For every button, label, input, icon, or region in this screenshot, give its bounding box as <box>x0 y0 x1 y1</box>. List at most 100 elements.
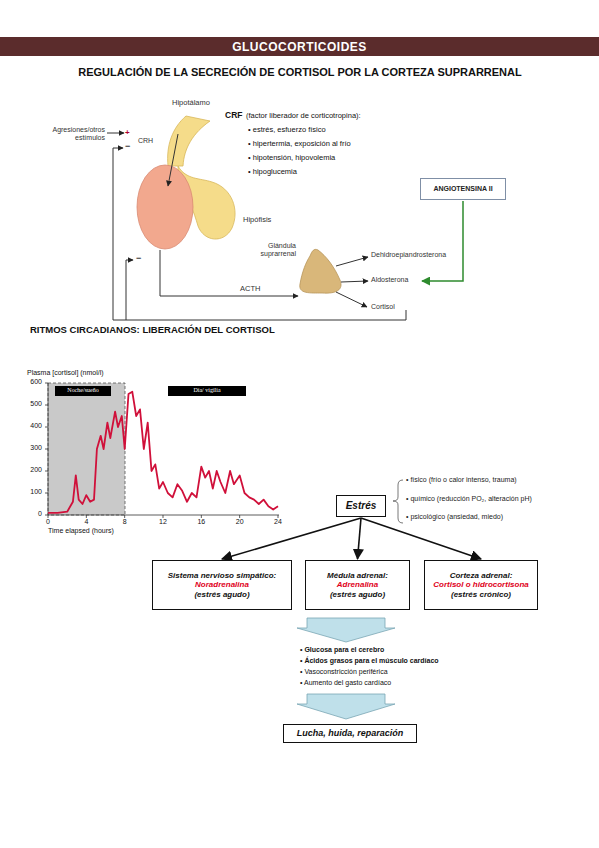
list-item: • hipertermia, exposición al frío <box>248 140 351 149</box>
period-band: Noche/sueño <box>55 386 111 396</box>
node-text: (estrés agudo) <box>330 590 385 600</box>
period-band: Día/ vigilia <box>168 386 246 396</box>
tick-mark <box>45 427 48 428</box>
block-arrow <box>297 694 395 719</box>
node-text: Sistema nervioso simpático: <box>168 571 276 581</box>
tick-mark <box>48 515 49 518</box>
part-name: Hipotálamo <box>172 99 210 108</box>
node-text: ANGIOTENSINA II <box>433 185 492 193</box>
process-box: Médula adrenal:Adrenalina(estrés agudo) <box>305 560 410 610</box>
tick-label: 400 <box>22 422 42 430</box>
node-text: Noradrenalina <box>195 580 249 590</box>
tick-label: 16 <box>191 518 211 526</box>
note: (factor liberador de corticotropina): <box>246 112 361 121</box>
list-item: • hipoglucemia <box>248 168 297 177</box>
list-item: • estrés, esfuerzo físico <box>248 126 326 135</box>
tick-label: 24 <box>268 518 288 526</box>
adrenal-gland <box>300 249 341 293</box>
list-item: • Aumento del gasto cardíaco <box>300 679 391 687</box>
node-text: (estrés crónico) <box>451 590 511 600</box>
hormone-name: Dehidroepiandrosterona <box>371 251 446 259</box>
tick-label: 8 <box>115 518 135 526</box>
hormone-box: ANGIOTENSINA II <box>420 178 506 200</box>
process-box: Corteza adrenal:Cortisol o hidrocortison… <box>424 560 538 610</box>
tick-label: 600 <box>22 378 42 386</box>
tick-label: 100 <box>22 488 42 496</box>
node-text: Lucha, huida, reparación <box>297 728 404 739</box>
node-text: Corteza adrenal: <box>450 571 513 581</box>
tick-label: 300 <box>22 444 42 452</box>
list-item: • hipotensión, hipovolemia <box>248 154 335 163</box>
list-item: • Glucosa para el cerebro <box>300 646 384 654</box>
hormone-name: CRH <box>138 137 153 145</box>
flow-arrow <box>222 518 361 559</box>
tick-mark <box>45 471 48 472</box>
tick-mark <box>163 515 164 518</box>
tick-mark <box>45 449 48 450</box>
node-text: Día/ vigilia <box>193 387 220 394</box>
part-name: Agresiones/otros estímulos <box>48 126 105 142</box>
axis-ticks <box>45 383 278 518</box>
tick-mark <box>124 515 125 518</box>
tick-label: 12 <box>153 518 173 526</box>
hypothalamus <box>168 116 210 166</box>
node-text: Estrés <box>346 500 377 512</box>
list-item: • químico (reducción PO₂, alteración pH) <box>406 495 532 503</box>
axis-title: Time elapsed (hours) <box>48 527 114 535</box>
flow-arrow <box>361 518 481 559</box>
process-box: Sistema nervioso simpático:Noradrenalina… <box>152 560 292 610</box>
list-item: • psicológico (ansiedad, miedo) <box>406 513 503 521</box>
tick-mark <box>45 405 48 406</box>
bracket <box>393 480 403 523</box>
tick-label: 500 <box>22 400 42 408</box>
part-name: Glándula suprarrenal <box>246 242 296 258</box>
anterior-pituitary <box>137 165 193 249</box>
tick-label: 20 <box>230 518 250 526</box>
stimulus-arrow <box>107 133 124 134</box>
node-text: (estrés agudo) <box>194 590 249 600</box>
crh-arrow <box>168 134 178 186</box>
x-axis <box>48 515 279 516</box>
tick-mark <box>278 515 279 518</box>
title: GLUCOCORTICOIDES <box>232 40 367 54</box>
node-text: Médula adrenal: <box>327 571 388 581</box>
tick-mark <box>45 383 48 384</box>
sign: − <box>125 141 130 151</box>
axis-title: Plasma [cortisol] (nmol/l) <box>27 369 104 377</box>
hormone-name: Aldosterona <box>371 276 408 284</box>
title-band: GLUCOCORTICOIDES <box>0 37 599 56</box>
list-item: • físico (frío o calor intenso, trauma) <box>406 476 517 484</box>
tick-label: 0 <box>22 510 42 518</box>
list-item: • Ácidos grasos para el músculo cardíaco <box>300 657 439 665</box>
tick-mark <box>45 493 48 494</box>
hormone-name: ACTH <box>240 285 260 294</box>
section-heading: REGULACIÓN DE LA SECRECIÓN DE CORTISOL P… <box>60 66 540 79</box>
feedback-line <box>126 260 133 320</box>
feedback-line <box>113 148 406 320</box>
tick-label: 0 <box>38 518 58 526</box>
note-heading: CRF <box>225 111 242 121</box>
tick-label: 4 <box>76 518 96 526</box>
node-text: Noche/sueño <box>67 387 98 394</box>
tick-mark <box>239 515 240 518</box>
sign: + <box>125 128 130 137</box>
tick-mark <box>45 515 48 516</box>
hormone-arrow <box>336 257 368 266</box>
block-arrow <box>297 618 395 642</box>
node-text: Cortisol o hidrocortisona <box>433 580 529 590</box>
flow-arrow <box>358 518 362 559</box>
node-text: Adrenalina <box>337 580 378 590</box>
hormone-arrow <box>341 281 368 282</box>
tick-label: 200 <box>22 466 42 474</box>
process-box: Estrés <box>336 495 386 517</box>
sign: − <box>136 253 141 263</box>
list-item: • Vasoconstricción periférica <box>300 668 388 676</box>
angiotensin-arrow <box>422 201 463 281</box>
hormone-arrow <box>336 292 367 307</box>
part-name: Hipófisis <box>243 216 271 225</box>
hormone-name: Cortisol <box>371 303 395 311</box>
cortisol-curve <box>48 392 278 513</box>
tick-mark <box>201 515 202 518</box>
tick-mark <box>86 515 87 518</box>
section-heading: RITMOS CIRCADIANOS: LIBERACIÓN DEL CORTI… <box>30 325 275 336</box>
